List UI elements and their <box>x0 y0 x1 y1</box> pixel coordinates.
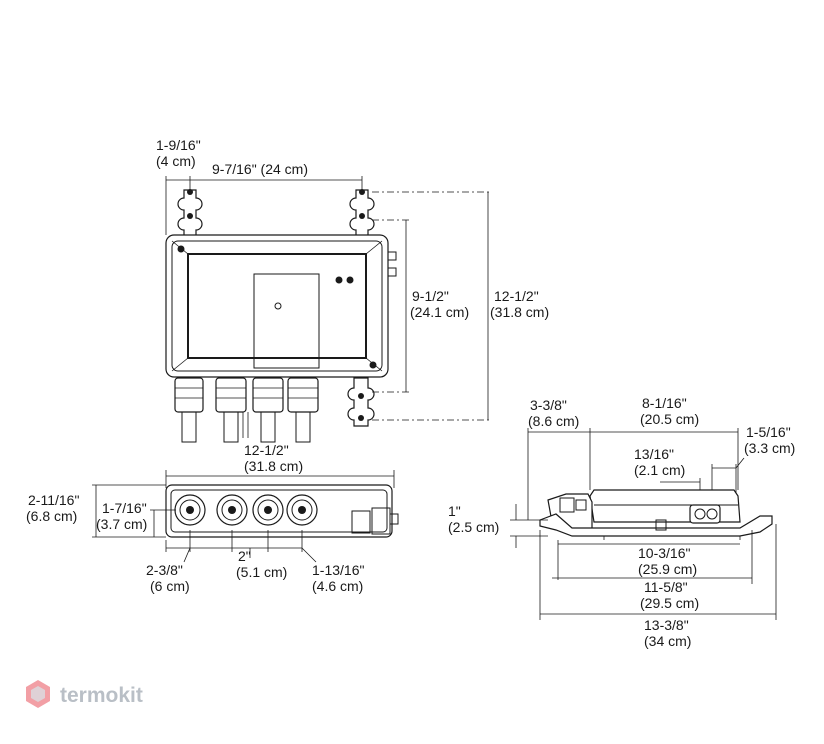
dim-front-width-in: 12-1/2" <box>244 442 289 458</box>
dim-front-port-height-in: 1-7/16" <box>102 500 147 516</box>
bottom-right-bracket <box>347 377 375 427</box>
dim-front-last-port-cm: (4.6 cm) <box>312 578 363 594</box>
dim-side-bracket-width-cm: (29.5 cm) <box>640 595 699 611</box>
dim-front-first-port-in: 2-3/8" <box>146 562 183 578</box>
dim-side-base-width-in: 10-3/16" <box>638 545 690 561</box>
top-view-labels: 1-9/16" (4 cm) 9-7/16" (24 cm) 9-1/2" (2… <box>156 137 549 320</box>
dim-front-last-port-in: 1-13/16" <box>312 562 364 578</box>
dim-front-spacing-in: 2" <box>238 548 251 564</box>
dim-side-body-width-cm: (20.5 cm) <box>640 411 699 427</box>
front-view <box>92 470 399 563</box>
top-view <box>165 176 492 443</box>
dim-side-bracket-width-in: 11-5/8" <box>644 579 688 595</box>
front-ports <box>174 494 318 526</box>
dim-side-port-width-in: 1-5/16" <box>746 424 791 440</box>
front-view-labels: 12-1/2" (31.8 cm) 2-11/16" (6.8 cm) 1-7/… <box>26 442 364 594</box>
dim-side-port-width-cm: (3.3 cm) <box>744 440 795 456</box>
dim-front-width-cm: (31.8 cm) <box>244 458 303 474</box>
termokit-watermark: termokit <box>26 680 143 708</box>
dim-front-height-cm: (6.8 cm) <box>26 508 77 524</box>
dim-side-overall-width-cm: (34 cm) <box>644 633 691 649</box>
dim-side-base-width-cm: (25.9 cm) <box>638 561 697 577</box>
dim-top-inner-height-cm: (24.1 cm) <box>410 304 469 320</box>
control-panel <box>253 273 320 369</box>
dim-side-offset-in: 3-3/8" <box>530 397 567 413</box>
dim-front-spacing-cm: (5.1 cm) <box>236 564 287 580</box>
top-view-fittings <box>174 377 319 443</box>
housing-rim <box>171 240 383 372</box>
housing-lid <box>187 253 367 359</box>
dim-front-height-in: 2-11/16" <box>28 492 79 508</box>
watermark-brand: termokit <box>60 684 143 707</box>
dim-top-side-offset-cm: (4 cm) <box>156 153 196 169</box>
screw-icon <box>177 245 185 253</box>
dim-top-total-height-in: 12-1/2" <box>494 288 539 304</box>
dim-front-port-height-cm: (3.7 cm) <box>96 516 147 532</box>
dim-top-side-offset-in: 1-9/16" <box>156 137 201 153</box>
indicator-led <box>346 276 354 284</box>
side-view <box>510 428 777 620</box>
dim-front-first-port-cm: (6 cm) <box>150 578 190 594</box>
side-base <box>539 513 773 537</box>
top-left-bracket <box>177 189 203 237</box>
dim-side-height-cm: (2.5 cm) <box>448 519 499 535</box>
dim-top-inner-height-in: 9-1/2" <box>412 288 449 304</box>
housing-outer <box>165 234 389 378</box>
dim-side-overall-width-in: 13-3/8" <box>644 617 689 633</box>
screw-icon <box>369 361 377 369</box>
dim-top-total-height-cm: (31.8 cm) <box>490 304 549 320</box>
indicator-led <box>335 276 343 284</box>
dim-top-width: 9-7/16" (24 cm) <box>212 161 308 177</box>
side-view-labels: 3-3/8" (8.6 cm) 8-1/16" (20.5 cm) 13/16"… <box>448 395 795 649</box>
dim-side-port-offset-cm: (2.1 cm) <box>634 462 685 478</box>
dim-side-offset-cm: (8.6 cm) <box>528 413 579 429</box>
dim-side-port-offset-in: 13/16" <box>634 446 674 462</box>
top-right-bracket <box>349 189 375 237</box>
dim-side-height-in: 1" <box>448 503 461 519</box>
dim-side-body-width-in: 8-1/16" <box>642 395 687 411</box>
